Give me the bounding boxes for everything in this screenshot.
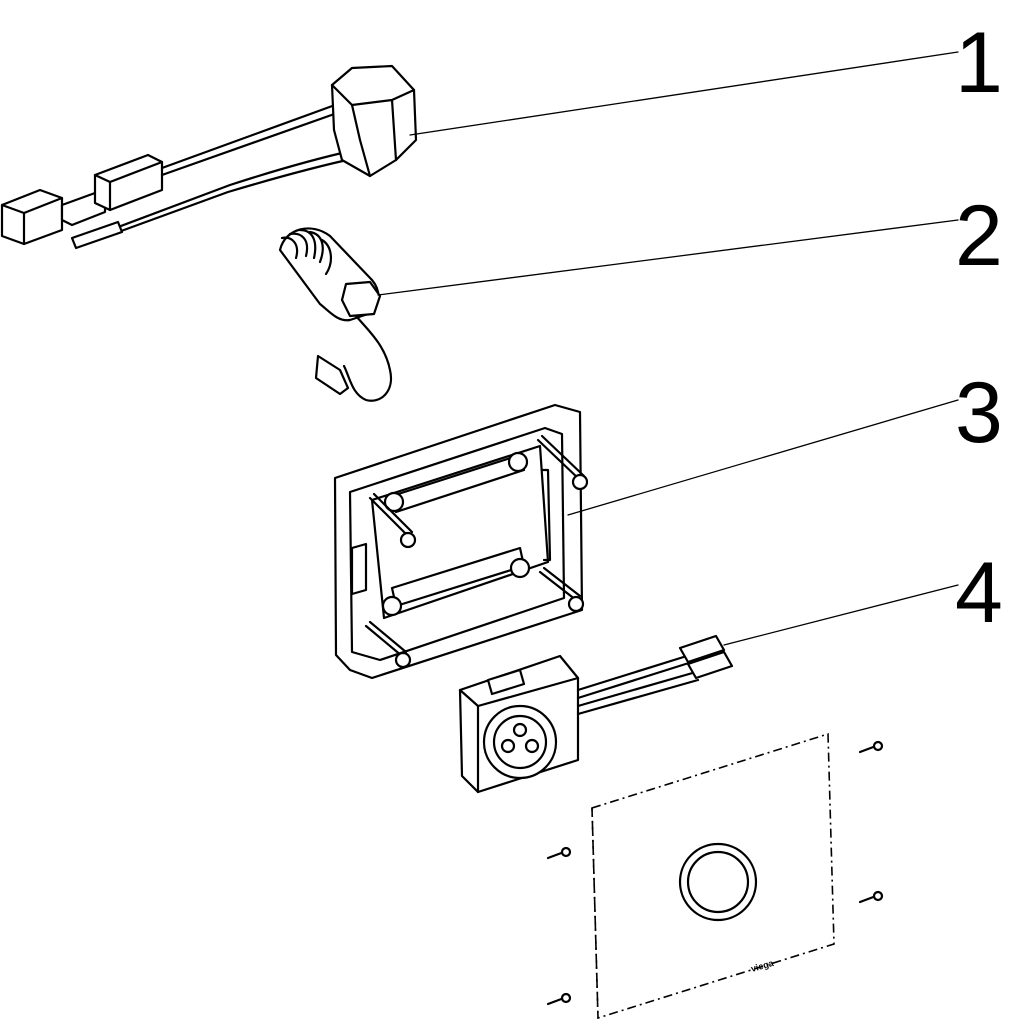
frame-screws [364,434,589,669]
part-1-sensor-cable [0,51,959,250]
callout-3: 3 [955,365,1003,461]
plate-screws [546,740,884,1006]
part-4-sensor-module [458,584,959,794]
callout-4: 4 [955,545,1003,641]
part-2-solenoid-valve [278,219,959,402]
brand-mark: viega [750,958,776,974]
callout-2: 2 [955,188,1003,284]
callout-1: 1 [955,15,1003,111]
cover-plate: viega [546,732,884,1020]
part-3-mounting-frame [333,399,959,680]
